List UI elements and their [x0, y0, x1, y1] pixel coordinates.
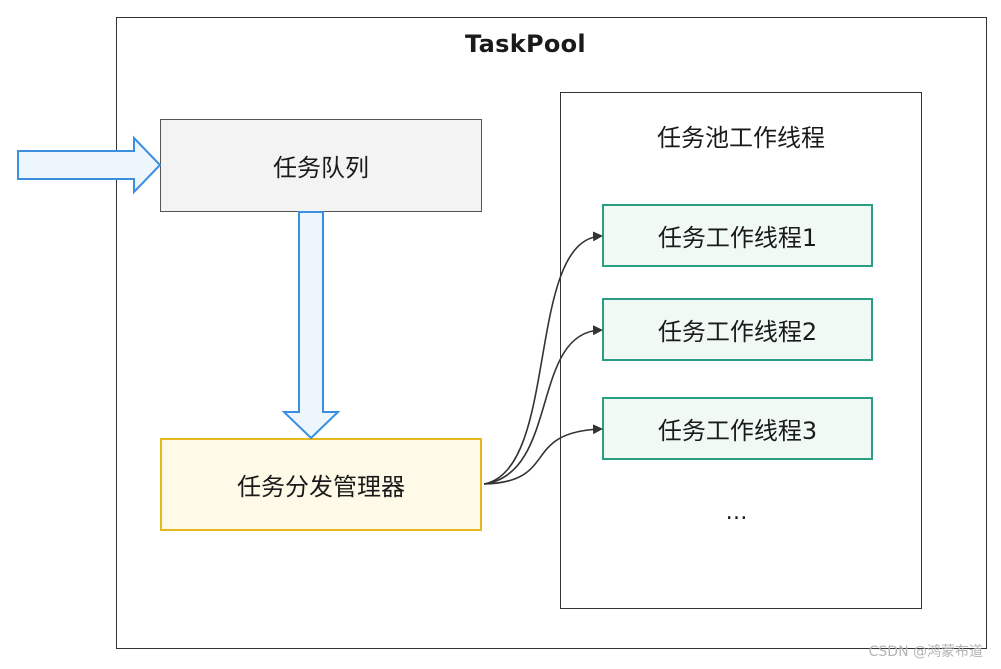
worker-thread-2: 任务工作线程2: [602, 298, 873, 361]
taskpool-container: [116, 17, 987, 649]
worker-thread-1-label: 任务工作线程1: [657, 224, 818, 252]
worker-thread-2-label: 任务工作线程2: [657, 318, 818, 346]
task-dispatcher-box: 任务分发管理器: [160, 438, 482, 531]
incoming-arrow: [17, 135, 162, 195]
diagram-title: TaskPool: [465, 30, 586, 58]
task-dispatcher-label: 任务分发管理器: [237, 473, 405, 501]
dispatch-connector-3: [483, 424, 603, 485]
worker-thread-1: 任务工作线程1: [602, 204, 873, 267]
more-workers-ellipsis: …: [725, 500, 750, 525]
task-queue-label: 任务队列: [273, 154, 369, 182]
dispatch-connector-1: [483, 231, 603, 485]
csdn-watermark: CSDN @鸿蒙布道: [868, 644, 983, 660]
worker-thread-3: 任务工作线程3: [602, 397, 873, 460]
worker-pool-title: 任务池工作线程: [657, 124, 825, 152]
dispatch-connector-2: [483, 325, 603, 485]
worker-thread-3-label: 任务工作线程3: [657, 417, 818, 445]
task-queue-box: 任务队列: [160, 119, 482, 212]
queue-to-dispatcher-arrow: [281, 211, 341, 440]
